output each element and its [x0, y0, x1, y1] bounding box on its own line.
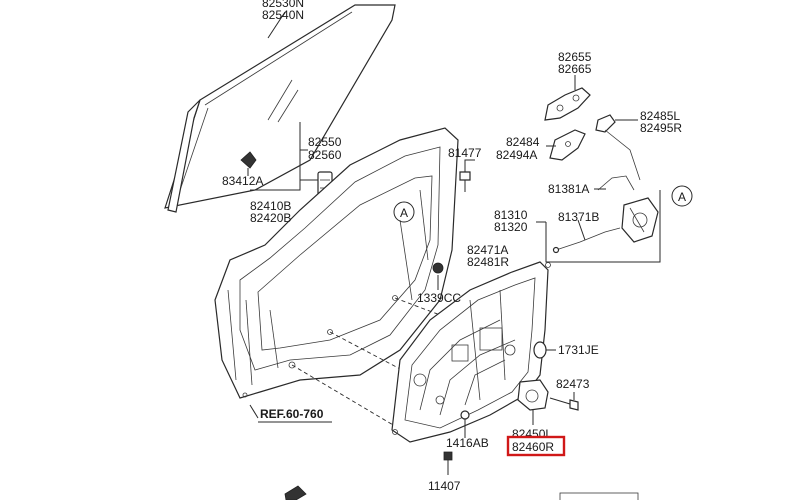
svg-text:A: A	[678, 190, 686, 204]
clip-83412a	[240, 151, 257, 176]
label-81477: 81477	[448, 146, 482, 160]
label-82494a: 82494A	[496, 148, 537, 162]
label-82550: 82550	[308, 135, 342, 149]
label-83412a: 83412A	[222, 174, 263, 188]
highlight-box-82460r	[506, 435, 566, 457]
label-82450l: 82450L	[512, 427, 552, 441]
label-82460r: 82460R	[512, 440, 554, 454]
outside-handle-82484	[546, 129, 586, 161]
label-82655: 82655	[558, 50, 592, 64]
label-82473: 82473	[556, 377, 590, 391]
label-82420b: 82420B	[250, 211, 291, 225]
label-82540n: 82540N	[262, 8, 304, 22]
label-82530n: 82530N	[262, 0, 304, 10]
door-module-panel	[391, 261, 551, 443]
svg-text:A: A	[400, 206, 408, 220]
bolt-81477	[459, 159, 475, 192]
label-81310: 81310	[494, 208, 528, 222]
screw-1416ab	[460, 410, 470, 438]
ref-label: REF.60-760	[260, 407, 324, 421]
label-82484: 82484	[506, 135, 540, 149]
nut-1339cc	[432, 262, 444, 290]
motor-82450l	[517, 379, 549, 425]
handle-82655	[544, 75, 591, 121]
door-glass	[164, 4, 396, 213]
rod-82485l	[595, 114, 641, 181]
partial-icon-bottom	[284, 485, 639, 500]
label-82481r: 82481R	[467, 255, 509, 269]
latch-cable-81381a	[594, 175, 635, 191]
label-1731je: 1731JE	[558, 343, 599, 357]
circle-a-latch: A	[671, 185, 693, 207]
label-1339cc: 1339CC	[417, 291, 461, 305]
label-11407: 11407	[428, 479, 461, 493]
label-81371b: 81371B	[558, 210, 599, 224]
grommet-1731je	[533, 341, 556, 359]
label-82495r: 82495R	[640, 121, 682, 135]
label-82485l: 82485L	[640, 109, 680, 123]
latch-81310	[621, 197, 659, 243]
door-frame	[214, 127, 459, 399]
label-82410b: 82410B	[250, 199, 291, 213]
label-1416ab: 1416AB	[446, 436, 489, 450]
label-81320: 81320	[494, 220, 528, 234]
label-82560: 82560	[308, 148, 342, 162]
circle-a-door: A	[393, 201, 415, 223]
latch-cable-81371b	[552, 219, 621, 254]
label-82471a: 82471A	[467, 243, 508, 257]
screw-82473	[549, 392, 579, 411]
bolt-11407	[443, 451, 453, 475]
label-81381a: 81381A	[548, 182, 589, 196]
label-82665: 82665	[558, 62, 592, 76]
